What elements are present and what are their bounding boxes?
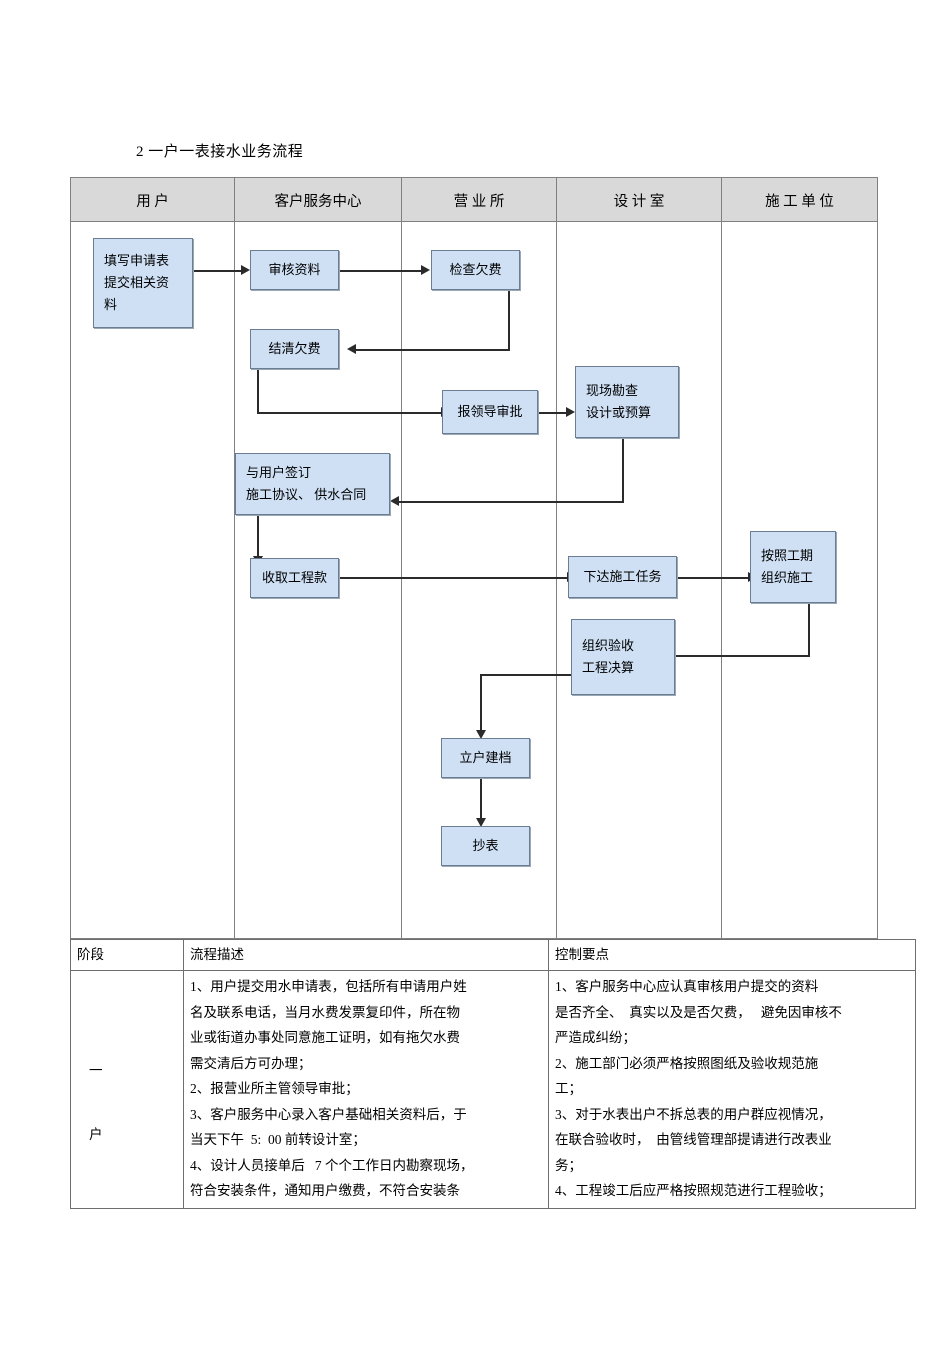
node-line: 施工协议、 供水合同 <box>246 487 367 502</box>
stage-spacer <box>77 1084 177 1122</box>
table-cell-stage: 一 户 <box>70 970 184 1209</box>
node-report-leader-approval[interactable]: 报领导审批 <box>442 390 538 434</box>
edge-file-to-meter <box>480 778 482 820</box>
page-title: 2 一户一表接水业务流程 <box>136 144 304 160</box>
node-line: 提交相关资 <box>104 275 170 290</box>
edge-sign-to-collect <box>257 514 259 558</box>
node-review-materials[interactable]: 审核资料 <box>250 250 339 290</box>
flowchart-lane-header: 用 户 客户服务中心 营 业 所 设 计 室 施 工 单 位 <box>71 178 877 222</box>
node-settle-arrears[interactable]: 结清欠费 <box>250 329 339 369</box>
node-line: 组织施工 <box>761 570 814 585</box>
edge-survey-to-sign-v <box>622 437 624 503</box>
node-line: 立户建档 <box>459 750 512 765</box>
table-cell-process: 1、用户提交用水申请表，包括所有申请用户姓 名及联系电话，当月水费发票复印件，所… <box>183 970 549 1209</box>
node-line: 下达施工任务 <box>583 569 662 584</box>
node-line: 审核资料 <box>268 262 321 277</box>
node-check-arrears[interactable]: 检查欠费 <box>431 250 520 290</box>
node-organize-construction[interactable]: 按照工期 组织施工 <box>750 531 836 603</box>
node-organize-acceptance[interactable]: 组织验收 工程决算 <box>571 619 675 695</box>
edge-apply-to-review-arrow <box>241 265 250 275</box>
lane-divider-3 <box>556 222 557 940</box>
node-line: 设计或预算 <box>586 405 652 420</box>
table-cell-control: 1、客户服务中心应认真审核用户提交的资料 是否齐全、 真实以及是否欠费， 避免因… <box>548 970 916 1209</box>
node-line: 结清欠费 <box>268 341 321 356</box>
node-fill-application[interactable]: 填写申请表 提交相关资 料 <box>93 238 193 328</box>
lane-header-business-office: 营 业 所 <box>401 178 556 222</box>
node-assign-construction-task[interactable]: 下达施工任务 <box>568 556 677 598</box>
stage-spacer <box>77 974 177 1058</box>
node-line: 抄表 <box>472 838 499 853</box>
edge-accept-to-file-v <box>480 674 482 732</box>
lane-divider-4 <box>721 222 722 940</box>
lane-divider-1 <box>234 222 235 940</box>
edge-review-to-check <box>339 270 421 272</box>
edge-survey-to-sign-h <box>399 501 624 503</box>
table-header-row: 阶段 流程描述 控制要点 <box>70 939 916 971</box>
process-description-text: 1、用户提交用水申请表，包括所有申请用户姓 名及联系电话，当月水费发票复印件，所… <box>190 979 474 1198</box>
node-line: 收取工程款 <box>261 570 327 585</box>
node-establish-file[interactable]: 立户建档 <box>441 738 530 778</box>
node-line: 与用户签订 <box>246 465 312 480</box>
edge-survey-to-sign-arrow <box>390 496 399 506</box>
node-meter-reading[interactable]: 抄表 <box>441 826 530 866</box>
edge-review-to-check-arrow <box>421 265 430 275</box>
lane-header-user: 用 户 <box>136 193 169 210</box>
table-header-stage: 阶段 <box>70 939 184 971</box>
edge-file-to-meter-arrow <box>476 818 486 827</box>
control-points-text: 1、客户服务中心应认真审核用户提交的资料 是否齐全、 真实以及是否欠费， 避免因… <box>555 979 842 1198</box>
node-sign-contract[interactable]: 与用户签订 施工协议、 供水合同 <box>235 453 390 515</box>
edge-collect-to-assign <box>339 577 567 579</box>
flowchart-container: 用 户 客户服务中心 营 业 所 设 计 室 施 工 单 位 <box>70 177 878 940</box>
edge-settle-to-approve-h <box>257 412 441 414</box>
node-line: 报领导审批 <box>457 404 523 419</box>
stage-line-2: 户 <box>89 1126 103 1142</box>
lane-header-construction-unit: 施 工 单 位 <box>721 178 877 222</box>
edge-approve-to-survey <box>538 412 566 414</box>
node-line: 现场勘查 <box>586 383 639 398</box>
node-line: 工程决算 <box>582 660 635 675</box>
edge-approve-to-survey-arrow <box>566 407 575 417</box>
edge-check-to-settle-h <box>356 349 510 351</box>
node-collect-project-fee[interactable]: 收取工程款 <box>250 558 339 598</box>
edge-check-to-settle-v <box>508 291 510 351</box>
edge-build-to-accept-h <box>585 655 810 657</box>
table-row: 一 户 1、用户提交用水申请表，包括所有申请用户姓 名及联系电话，当月水费发票复… <box>70 970 916 1209</box>
table-header-process: 流程描述 <box>183 939 549 971</box>
edge-apply-to-review <box>193 270 241 272</box>
node-line: 填写申请表 <box>104 253 170 268</box>
lane-header-design-room: 设 计 室 <box>556 178 721 222</box>
edge-settle-to-approve-v <box>257 368 259 414</box>
edge-accept-to-file-h <box>480 674 572 676</box>
edge-accept-to-file-arrow <box>476 730 486 739</box>
node-line: 检查欠费 <box>449 262 502 277</box>
stage-line-1: 一 <box>89 1063 103 1078</box>
table-header-control: 控制要点 <box>548 939 916 971</box>
edge-build-to-accept-v <box>808 603 810 657</box>
node-line: 组织验收 <box>582 638 635 653</box>
node-site-survey-design[interactable]: 现场勘查 设计或预算 <box>575 366 679 438</box>
lane-divider-2 <box>401 222 402 940</box>
edge-assign-to-build <box>677 577 748 579</box>
node-line: 料 <box>104 297 118 312</box>
lane-header-customer-service: 客户服务中心 <box>234 178 401 222</box>
process-description-table: 阶段 流程描述 控制要点 一 户 1、用户提交用水申请表，包括所有申请用户姓 名… <box>70 939 916 1209</box>
node-line: 按照工期 <box>761 548 814 563</box>
edge-check-to-settle-arrow <box>347 344 356 354</box>
